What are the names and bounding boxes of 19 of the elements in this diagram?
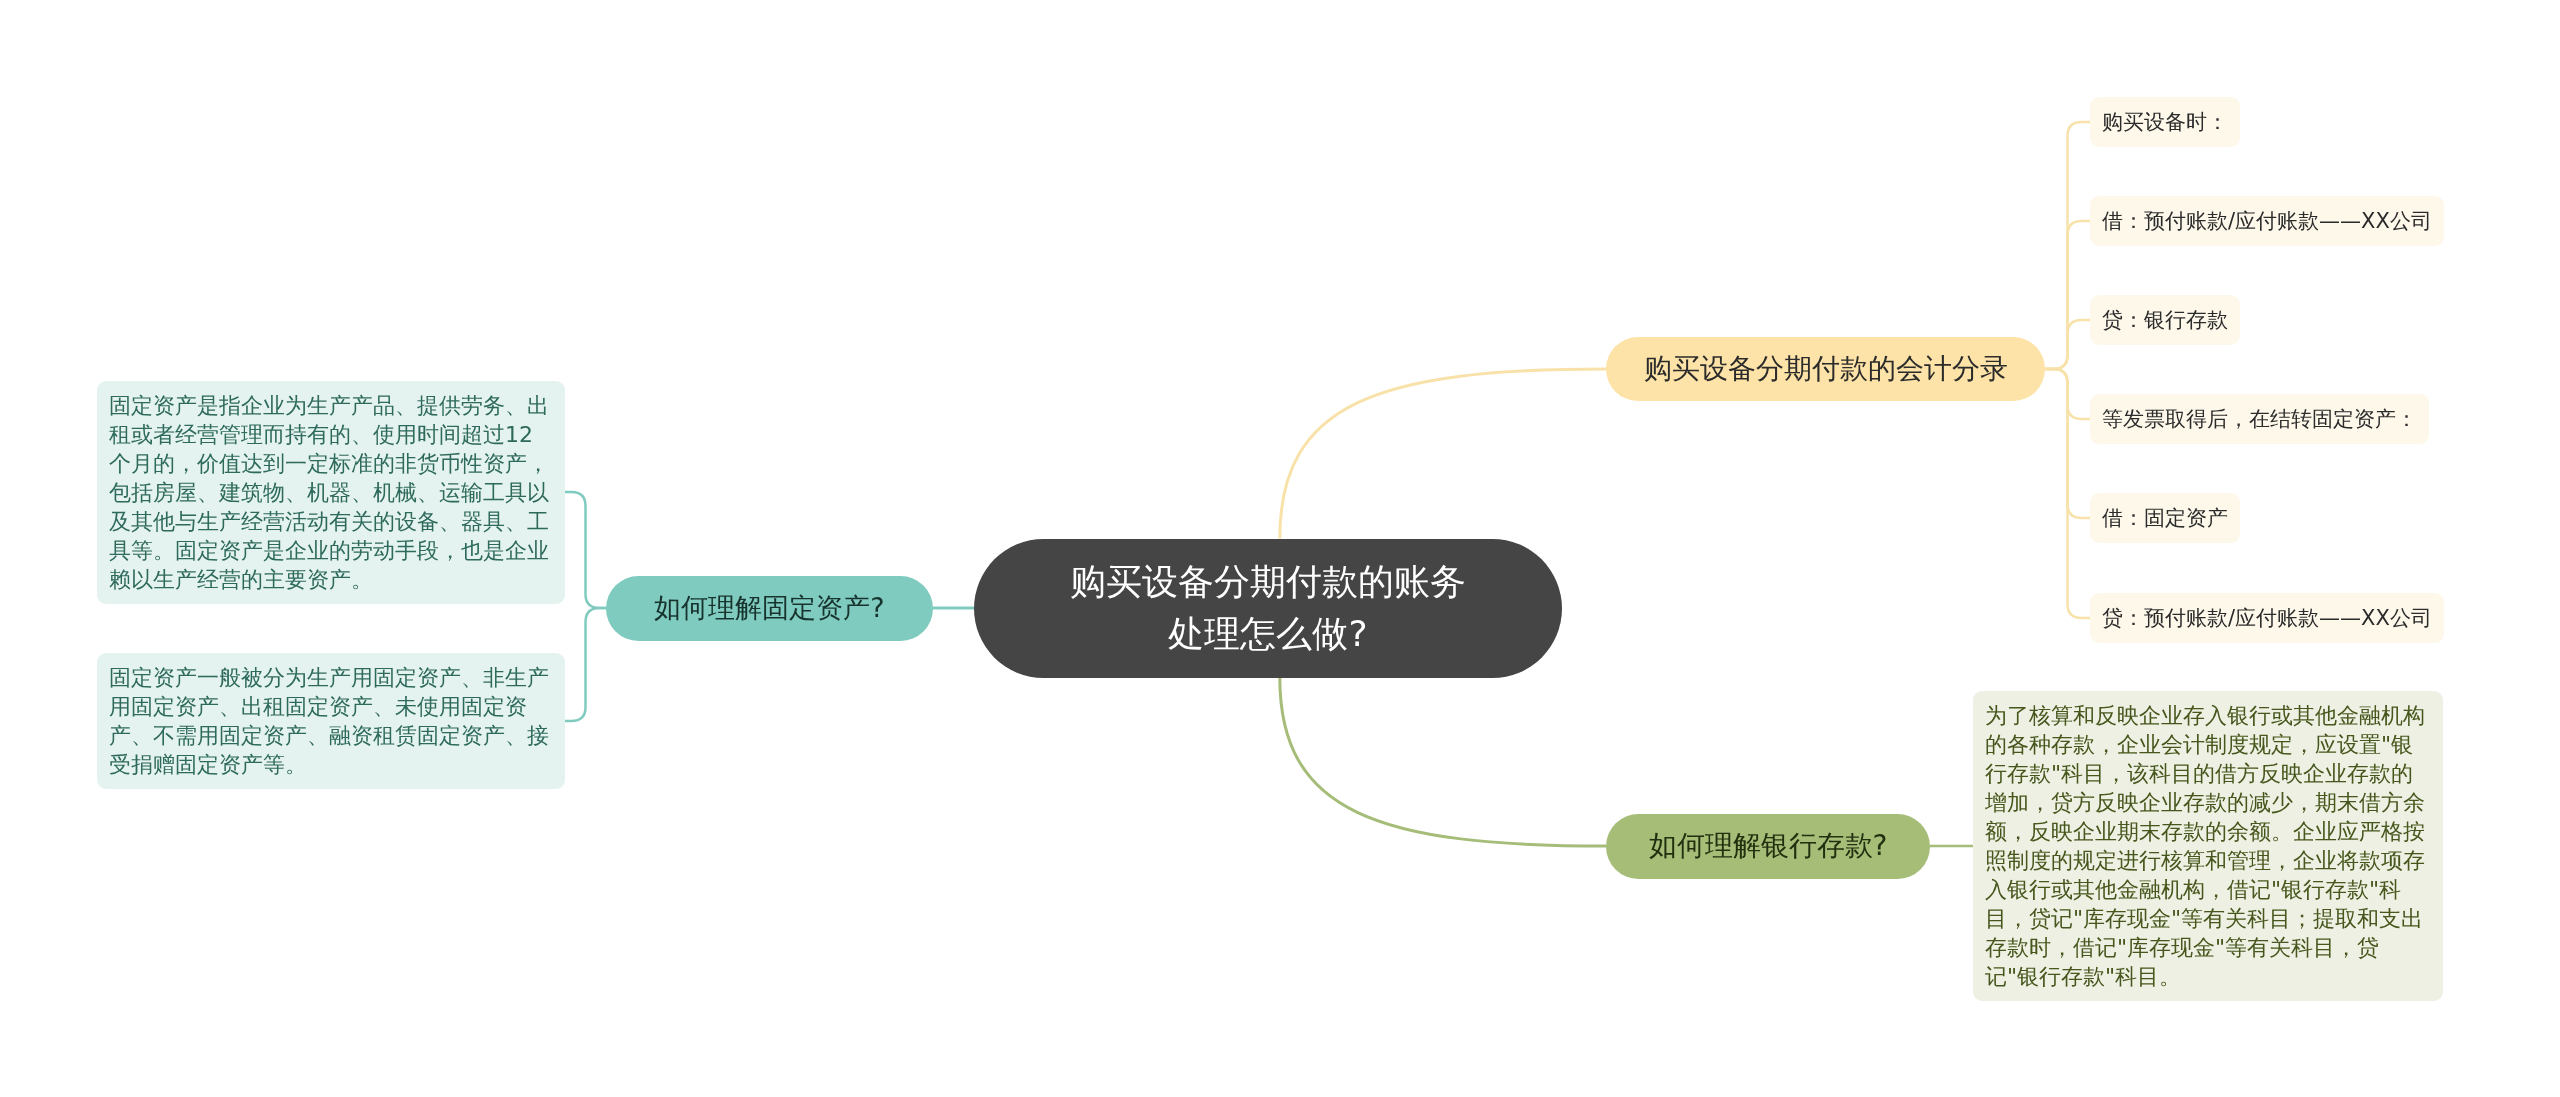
text-card: 贷：预付账款/应付账款——XX公司 <box>2090 593 2444 643</box>
connector-line <box>1930 844 1973 848</box>
topic-pill: 如何理解银行存款? <box>1606 813 1930 879</box>
topic-pill: 购买设备分期付款的会计分录 <box>1606 337 2045 401</box>
text-card: 借：固定资产 <box>2090 493 2240 543</box>
text-card: 固定资产一般被分为生产用固定资产、非生产用固定资产、出租固定资产、未使用固定资产、不需用固定资产、融资租赁固定资产、接受捐赠固定资产等。 <box>97 653 565 789</box>
text-card: 借：预付账款/应付账款——XX公司 <box>2090 196 2444 246</box>
connector-line <box>1278 367 1607 539</box>
connector-line <box>1278 677 1607 848</box>
connector-line <box>565 606 606 723</box>
text-card: 购买设备时： <box>2090 97 2240 147</box>
topic-pill: 如何理解固定资产? <box>606 575 933 641</box>
text-card: 为了核算和反映企业存入银行或其他金融机构的各种存款，企业会计制度规定，应设置"银行存款"科目，该科目的借方反映企业存款的增加，贷方反映企业存款的减少，期末借方余额，反映企业期末存款的余额。企业应严格按照制度的规定进行核算和管理，企业将款项存入银行或其他金融机构，借记"银行存款"科目，贷记"库存现金"等有关科目；提取和支出存款时，借记"库存现金"等有关科目，贷记"银行存款"科目。 <box>1973 691 2443 1001</box>
text-card: 贷：银行存款 <box>2090 295 2240 345</box>
connector-line <box>2045 367 2090 620</box>
connector-line <box>933 606 974 610</box>
text-card: 固定资产是指企业为生产产品、提供劳务、出租或者经营管理而持有的、使用时间超过12个月的，价值达到一定标准的非货币性资产，包括房屋、建筑物、机器、机械、运输工具以及其他与生产经营活动有关的设备、器具、工具等。固定资产是企业的劳动手段，也是企业赖以生产经营的主要资产。 <box>97 380 565 604</box>
central-topic-pill: 购买设备分期付款的账务处理怎么做? <box>974 538 1562 678</box>
text-card: 等发票取得后，在结转固定资产： <box>2090 394 2429 444</box>
